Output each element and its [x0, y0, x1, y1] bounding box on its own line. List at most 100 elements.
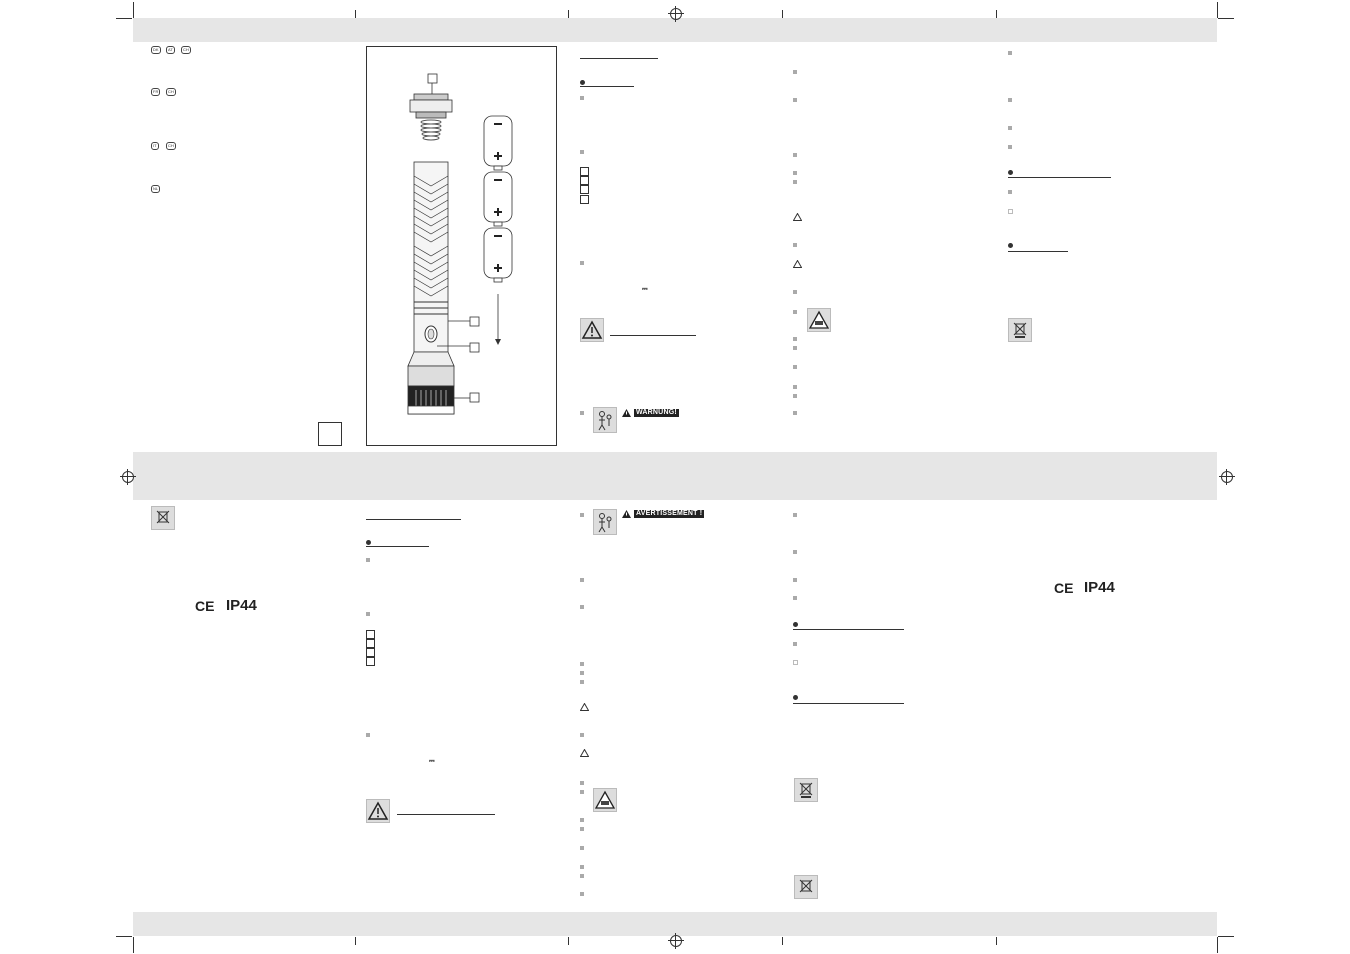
list-bullet	[793, 550, 797, 554]
country-badge: IT	[151, 142, 159, 150]
list-bullet	[580, 605, 584, 609]
list-bullet	[793, 98, 797, 102]
list-bullet	[366, 558, 370, 562]
list-bullet	[1008, 145, 1012, 149]
list-bullet	[580, 892, 584, 896]
country-badge: FR	[151, 88, 161, 96]
crop-mark	[1218, 936, 1234, 937]
battery-hazard-icon	[807, 308, 831, 332]
recycle-bin-crossed-icon	[794, 875, 818, 899]
list-bullet	[580, 865, 584, 869]
crop-mark	[996, 10, 997, 18]
checkbox-square	[366, 639, 375, 648]
warning-label-fr: AVERTISSEMENT !	[634, 510, 705, 518]
list-bullet	[580, 874, 584, 878]
list-bullet	[793, 243, 797, 247]
recycle-bin-crossed-icon	[794, 778, 818, 802]
section-heading-rule	[793, 629, 904, 630]
dc-symbol: ⎓	[429, 758, 435, 765]
battery-hazard-icon	[593, 788, 617, 812]
list-bullet	[580, 671, 584, 675]
recycle-bin-crossed-icon	[151, 506, 175, 530]
registration-mark-icon	[668, 6, 684, 22]
heading-dot	[580, 80, 585, 85]
flashlight-exploded-diagram	[407, 73, 513, 415]
caution-triangle-icon	[580, 749, 589, 757]
list-bullet	[580, 513, 584, 517]
list-bullet	[793, 346, 797, 350]
list-bullet	[580, 411, 584, 415]
crop-mark	[116, 18, 132, 19]
crop-mark	[355, 10, 356, 18]
ip-rating: IP44	[226, 597, 257, 614]
bottom-band	[133, 912, 1217, 936]
caution-triangle-icon	[793, 213, 802, 221]
list-bullet	[1008, 51, 1012, 55]
list-bullet	[1008, 190, 1012, 194]
crop-mark	[782, 937, 783, 945]
recycle-bin-crossed-icon	[1008, 318, 1032, 342]
warning-label-de: WARNUNG!	[634, 409, 679, 417]
warning-small-icon	[622, 510, 631, 518]
checkbox-square	[580, 176, 589, 185]
heading-dot	[1008, 170, 1013, 175]
list-bullet	[580, 578, 584, 582]
list-bullet	[580, 818, 584, 822]
crop-mark	[568, 10, 569, 18]
checkbox-square	[366, 657, 375, 666]
list-bullet	[1008, 98, 1012, 102]
dc-symbol: ⎓	[642, 286, 648, 293]
checkbox-square	[580, 167, 589, 176]
crop-mark	[996, 937, 997, 945]
crop-mark	[1218, 18, 1234, 19]
hollow-bullet	[1008, 209, 1013, 214]
section-heading-rule	[580, 86, 634, 87]
registration-mark-icon	[1219, 469, 1235, 485]
list-bullet	[793, 385, 797, 389]
country-badge: AT	[166, 46, 175, 54]
list-bullet	[580, 827, 584, 831]
crop-mark	[355, 937, 356, 945]
list-bullet	[580, 790, 584, 794]
ce-mark: CE	[1054, 580, 1074, 596]
heading-dot	[793, 622, 798, 627]
middle-band	[133, 452, 1217, 500]
list-bullet	[580, 781, 584, 785]
list-bullet	[793, 578, 797, 582]
list-bullet	[793, 153, 797, 157]
checkbox-square	[580, 185, 589, 194]
list-bullet	[793, 411, 797, 415]
crop-mark	[1217, 2, 1218, 18]
crop-mark	[1217, 937, 1218, 953]
checkbox-square	[366, 648, 375, 657]
list-bullet	[580, 261, 584, 265]
caution-triangle-icon	[580, 703, 589, 711]
checkbox-square	[580, 195, 589, 204]
section-heading-rule	[793, 703, 904, 704]
section-heading-rule	[580, 58, 658, 59]
hollow-bullet	[793, 660, 798, 665]
country-badge: CH	[181, 46, 191, 54]
crop-mark	[133, 2, 134, 18]
registration-mark-icon	[120, 469, 136, 485]
list-bullet	[793, 596, 797, 600]
country-badge: NL	[151, 185, 161, 193]
section-heading-rule	[610, 335, 696, 336]
heading-dot	[1008, 243, 1013, 248]
list-bullet	[580, 96, 584, 100]
list-bullet	[580, 662, 584, 666]
product-diagram-frame	[366, 46, 557, 446]
ip-rating: IP44	[1084, 579, 1115, 596]
heading-dot	[793, 695, 798, 700]
country-badge: DK	[151, 46, 161, 54]
country-badge: CH	[166, 142, 176, 150]
ce-mark: CE	[195, 598, 215, 614]
page-number-box	[318, 422, 342, 446]
checkbox-square	[366, 630, 375, 639]
heading-dot	[366, 540, 371, 545]
list-bullet	[366, 612, 370, 616]
list-bullet	[793, 171, 797, 175]
list-bullet	[580, 733, 584, 737]
list-bullet	[793, 513, 797, 517]
list-bullet	[793, 642, 797, 646]
